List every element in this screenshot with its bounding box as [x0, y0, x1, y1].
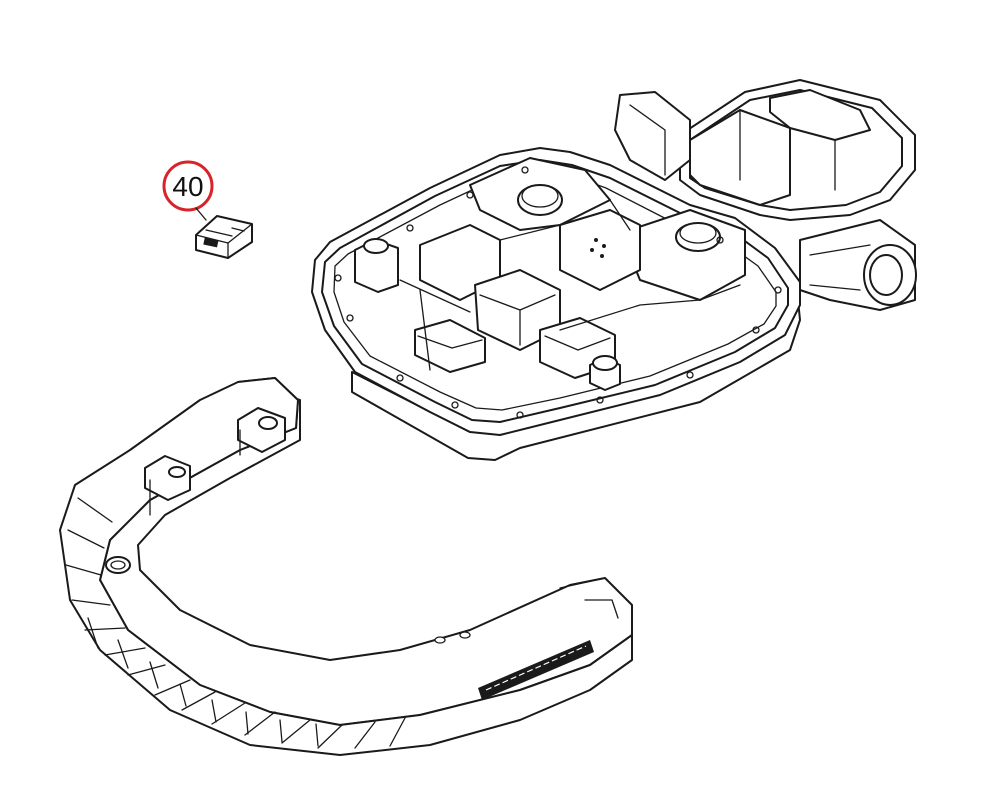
part-40-block[interactable]	[195, 215, 253, 259]
callout-40[interactable]: 40	[162, 160, 214, 221]
callout-number: 40	[172, 171, 203, 202]
callout-ring	[162, 160, 214, 212]
leader-line	[195, 207, 207, 221]
main-body-housing	[311, 79, 917, 461]
bumper-handle	[59, 377, 633, 756]
